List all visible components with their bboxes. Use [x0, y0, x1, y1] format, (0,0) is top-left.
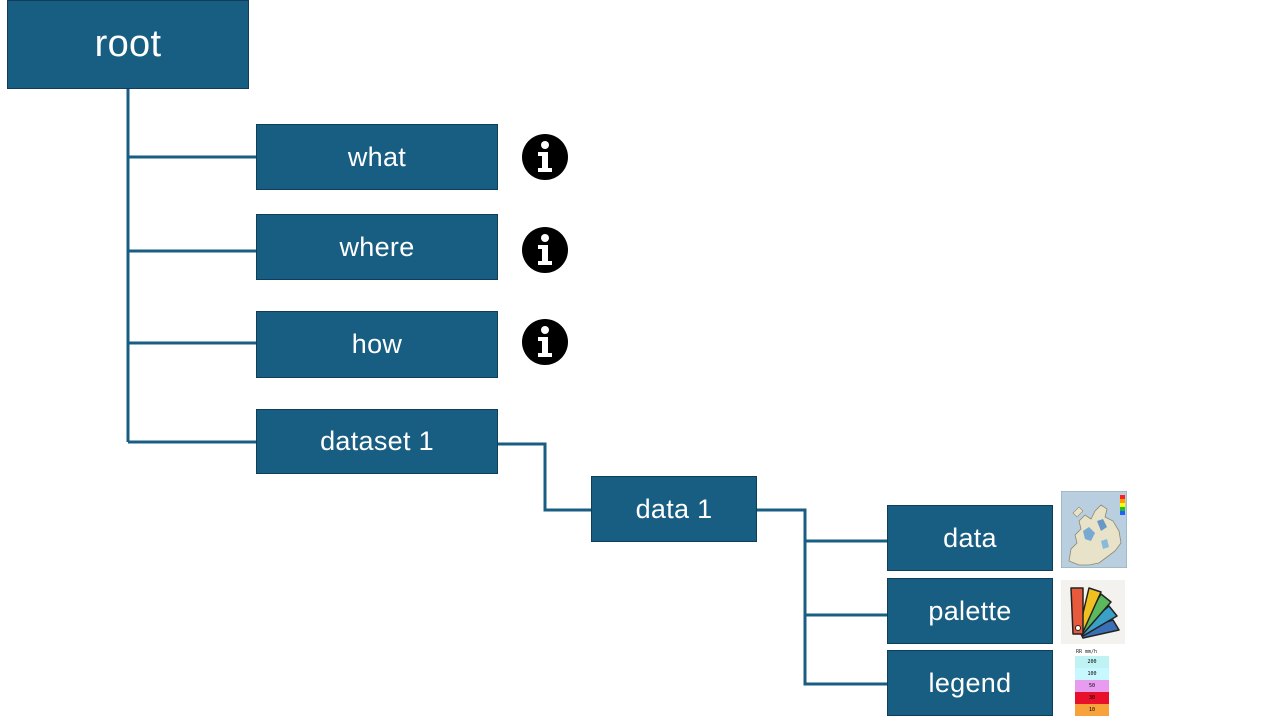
node-how[interactable]: how — [256, 311, 498, 378]
how-info-icon[interactable] — [522, 319, 568, 365]
legend-level-30: 30 — [1075, 692, 1109, 704]
data1-trunk-line — [756, 508, 888, 686]
legend-level-50: 50 — [1075, 680, 1109, 692]
data1-connector — [497, 442, 592, 512]
node-legend[interactable]: legend — [887, 650, 1053, 716]
legend-level-200: 200 — [1075, 656, 1109, 668]
what-info-icon[interactable] — [522, 134, 568, 180]
legend-level-10: 10 — [1075, 704, 1109, 716]
color-fan-palette-icon — [1061, 580, 1125, 644]
node-data[interactable]: data — [887, 505, 1053, 571]
node-data-1[interactable]: data 1 — [591, 476, 757, 542]
node-what[interactable]: what — [256, 124, 498, 190]
where-info-icon[interactable] — [522, 227, 568, 273]
node-where[interactable]: where — [256, 214, 498, 280]
node-root[interactable]: root — [7, 0, 249, 89]
node-palette[interactable]: palette — [887, 578, 1053, 644]
color-legend-icon: RR mm/h 200 100 50 30 10 — [1075, 648, 1109, 716]
legend-header: RR mm/h — [1076, 649, 1098, 655]
node-dataset-1[interactable]: dataset 1 — [256, 409, 498, 474]
legend-level-100: 100 — [1075, 668, 1109, 680]
europe-radar-map-icon — [1061, 491, 1127, 568]
